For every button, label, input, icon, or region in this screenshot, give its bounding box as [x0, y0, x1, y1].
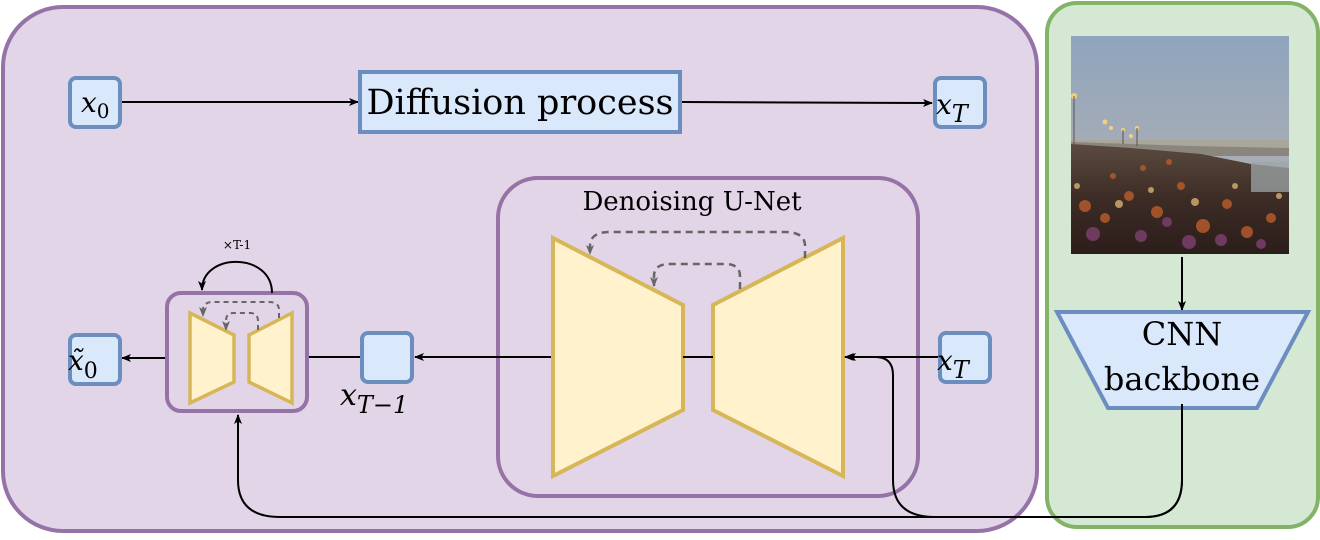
- unet-skip-outer: [586, 230, 807, 258]
- xTm1-node: [360, 331, 414, 384]
- unet-encoder: [551, 234, 685, 480]
- xT-label-top: xT: [936, 88, 970, 128]
- mini-skip-outer: [199, 301, 280, 318]
- x0-label: x0: [81, 86, 110, 123]
- unet-decoder: [711, 234, 845, 480]
- crowd-photo-image: [1071, 36, 1289, 254]
- x0-tilde-label: x̃0: [68, 344, 98, 384]
- cnn-backbone-shape: [1053, 310, 1312, 410]
- unet-title: Denoising U-Net: [582, 187, 802, 217]
- unet-skip-inner: [650, 262, 742, 289]
- diffusion-to-xT-arrow: [681, 98, 933, 107]
- diffusion-process-box: [358, 70, 682, 134]
- diffusion-process-label: Diffusion process: [366, 83, 673, 123]
- mini-unet-decoder: [247, 310, 294, 406]
- loop-arrow: [198, 260, 273, 294]
- cnn-backbone-label-line1: CNN: [1142, 315, 1222, 353]
- x0-tilde-node: [68, 333, 122, 386]
- mini-skip-inner: [222, 312, 259, 331]
- xT-node-bottom: [938, 331, 992, 384]
- mini-unet-encoder: [188, 310, 236, 406]
- cnn-backbone-label-line2: backbone: [1104, 360, 1260, 398]
- xTm1-label: xT−1: [340, 378, 408, 419]
- loop-label: ×T-1: [223, 238, 251, 252]
- xT-node-top: [933, 76, 987, 129]
- input-photo: [1071, 36, 1289, 254]
- xT-label-bottom: xT: [937, 344, 971, 384]
- x0-node: [68, 76, 122, 129]
- backbone-to-unet-path: [846, 353, 1183, 518]
